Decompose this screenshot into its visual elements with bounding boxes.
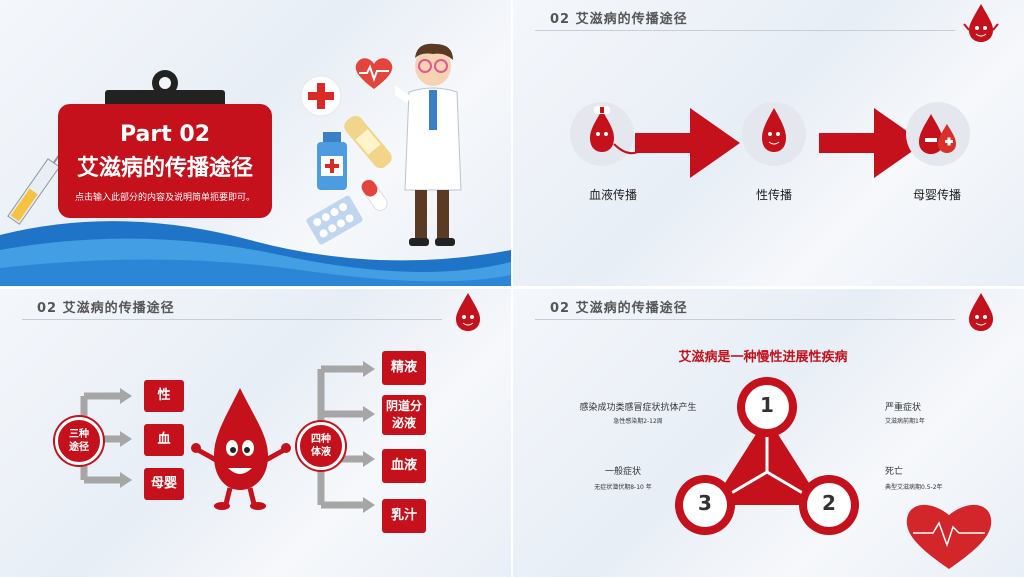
slide-header: 02 艾滋病的传播途径 — [37, 301, 175, 316]
slide-2[interactable]: 02 艾滋病的传播途径 血液传播 性传播 母婴传播 — [513, 0, 1024, 286]
wave-decoration — [0, 221, 511, 286]
route-box-mother-infant: 母婴 — [144, 468, 184, 500]
slide-subtitle: 点击输入此部分的内容及说明简单扼要即可。 — [74, 193, 255, 203]
route-label-mother-infant: 母婴传播 — [912, 188, 961, 202]
severe-stage-title: 严重症状 — [885, 403, 922, 413]
plus-icon — [300, 75, 342, 117]
fluid-box-vaginal: 阴道分 泌液 — [382, 395, 426, 435]
stage3-subtitle: 无症状潜伏期8-10 年 — [594, 484, 652, 491]
stage-number-1: 1 — [760, 393, 774, 417]
clipboard-clip-icon — [105, 70, 225, 108]
route-label-blood: 血液传播 — [588, 188, 637, 202]
fluid-box-semen: 精液 — [382, 351, 426, 385]
four-fluids-label: 四种 体液 — [311, 434, 331, 458]
big-blood-mascot-icon — [191, 388, 291, 510]
heartbeat-icon — [355, 58, 393, 89]
arrow-right-icon — [819, 108, 924, 178]
route-box-blood: 血 — [144, 424, 184, 456]
bandage-icon — [344, 115, 392, 169]
heart-pulse-icon — [906, 504, 992, 569]
title-card: Part 02 艾滋病的传播途径 点击输入此部分的内容及说明简单扼要即可。 — [58, 104, 272, 218]
header-divider — [22, 319, 442, 320]
route-label-sex: 性传播 — [755, 188, 792, 202]
pill-blister-icon — [306, 195, 363, 245]
death-stage-subtitle: 典型艾滋病期0.5-2年 — [885, 484, 943, 491]
stage1-title: 感染成功类感冒症状抗体产生 — [579, 403, 697, 413]
part-label: Part 02 — [119, 122, 211, 147]
four-fluids-circle: 四种 体液 — [297, 422, 345, 470]
three-routes-label: 三种 途径 — [69, 429, 89, 453]
arrow-right-icon — [635, 108, 740, 178]
stage3-title: 一般症状 — [604, 467, 641, 477]
three-routes-circle: 三种 途径 — [55, 417, 103, 465]
stage1-subtitle: 急性感染期2-12周 — [613, 418, 663, 425]
slide-header: 02 艾滋病的传播途径 — [550, 301, 688, 316]
stage-number-2: 2 — [822, 491, 836, 515]
header-divider — [535, 30, 955, 31]
blood-mascot-nurse-icon — [570, 102, 645, 166]
blood-drop-mascot-icon — [456, 293, 480, 331]
slide-title: 艾滋病的传播途径 — [76, 156, 253, 181]
slide-1[interactable]: Part 02 艾滋病的传播途径 点击输入此部分的内容及说明简单扼要即可。 — [0, 0, 511, 286]
blood-mascot-icon — [742, 102, 806, 166]
pill-icon — [361, 179, 388, 211]
fluid-box-milk: 乳汁 — [382, 499, 426, 533]
slide-header: 02 艾滋病的传播途径 — [550, 12, 688, 27]
medicine-bottle-icon — [317, 132, 347, 190]
fluid-box-blood: 血液 — [382, 449, 426, 483]
syringe-icon — [7, 150, 60, 225]
route-box-sex: 性 — [144, 380, 184, 412]
doctor-illustration — [395, 43, 462, 246]
stage-triangle-diagram — [675, 377, 859, 535]
blood-drop-mascot-icon — [963, 4, 999, 42]
slide-4[interactable]: 02 艾滋病的传播途径 艾滋病是一种慢性进展性疾病 1 2 3 感染成功类感冒症… — [513, 289, 1024, 577]
slide-3[interactable]: 02 艾滋病的传播途径 三种 途径 性 血 母婴 四种 体液 精液 — [0, 289, 511, 577]
severe-stage-subtitle: 艾滋病前期1年 — [885, 418, 925, 425]
blood-drop-mascot-icon — [969, 293, 993, 331]
mother-child-drop-icon — [906, 102, 970, 166]
death-stage-title: 死亡 — [885, 467, 904, 477]
stage-number-3: 3 — [698, 491, 712, 515]
disease-title: 艾滋病是一种慢性进展性疾病 — [678, 350, 848, 365]
header-divider — [535, 319, 955, 320]
